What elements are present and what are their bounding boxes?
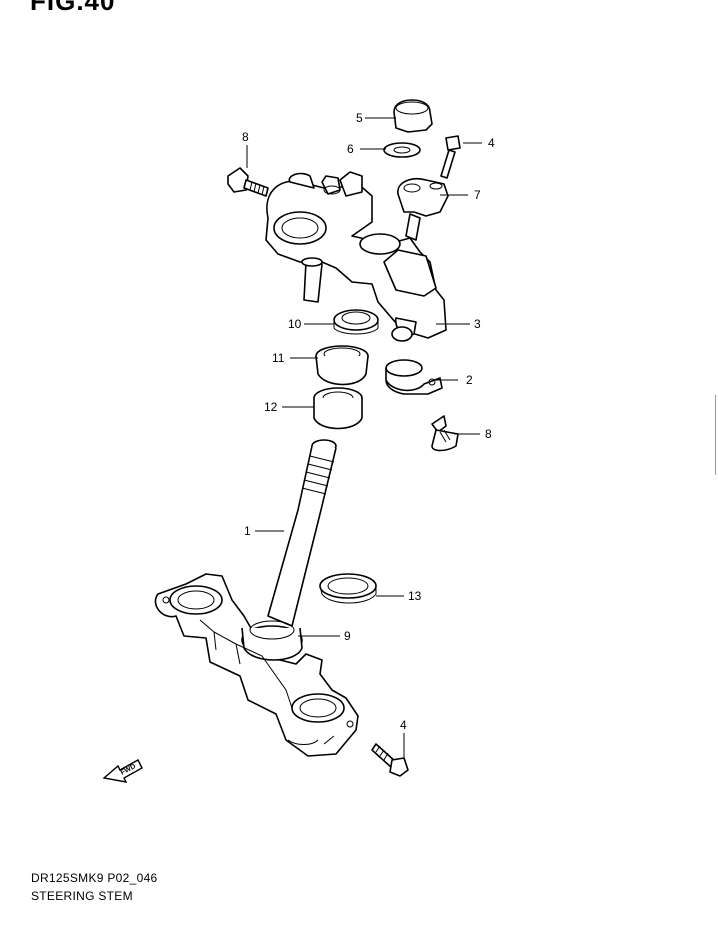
bearing — [313, 387, 363, 430]
lock-nut — [333, 309, 379, 335]
callout-4-upper: 4 — [488, 136, 495, 150]
bolt-left — [227, 167, 269, 197]
callout-4-lower: 4 — [400, 718, 407, 732]
callouts: 5 6 4 8 7 3 10 11 12 2 8 1 13 9 4 — [242, 111, 495, 732]
figure-title: FIG.40 — [30, 0, 116, 16]
callout-1: 1 — [244, 524, 251, 538]
cable-guide — [385, 359, 443, 395]
callout-11: 11 — [272, 351, 285, 365]
callout-6: 6 — [347, 142, 354, 156]
callout-2: 2 — [466, 373, 473, 387]
callout-5: 5 — [356, 111, 363, 125]
handlebar-holder — [397, 178, 449, 241]
callout-3: 3 — [474, 317, 481, 331]
steering-stem — [267, 439, 337, 627]
lower-bracket — [154, 573, 359, 757]
bolt-upper — [440, 135, 461, 179]
seal-ring — [319, 573, 377, 604]
dust-seal — [315, 345, 369, 386]
bolt-lower — [371, 743, 409, 777]
upper-bracket — [265, 171, 447, 342]
section-name: STEERING STEM — [31, 889, 133, 903]
callout-13: 13 — [408, 589, 422, 603]
callout-10: 10 — [288, 317, 302, 331]
callout-9: 9 — [344, 629, 351, 643]
drawing-code: DR125SMK9 P02_046 — [31, 871, 158, 885]
page-edge-mark — [715, 395, 718, 475]
callout-8-lower: 8 — [485, 427, 492, 441]
leader-lines — [246, 117, 482, 760]
steering-stem-nut — [393, 99, 433, 133]
callout-12: 12 — [264, 400, 278, 414]
washer — [383, 142, 421, 158]
bolt-right — [431, 415, 459, 452]
callout-8-upper: 8 — [242, 130, 249, 144]
fwd-arrow-icon: FWD — [102, 759, 143, 783]
callout-7: 7 — [474, 188, 481, 202]
